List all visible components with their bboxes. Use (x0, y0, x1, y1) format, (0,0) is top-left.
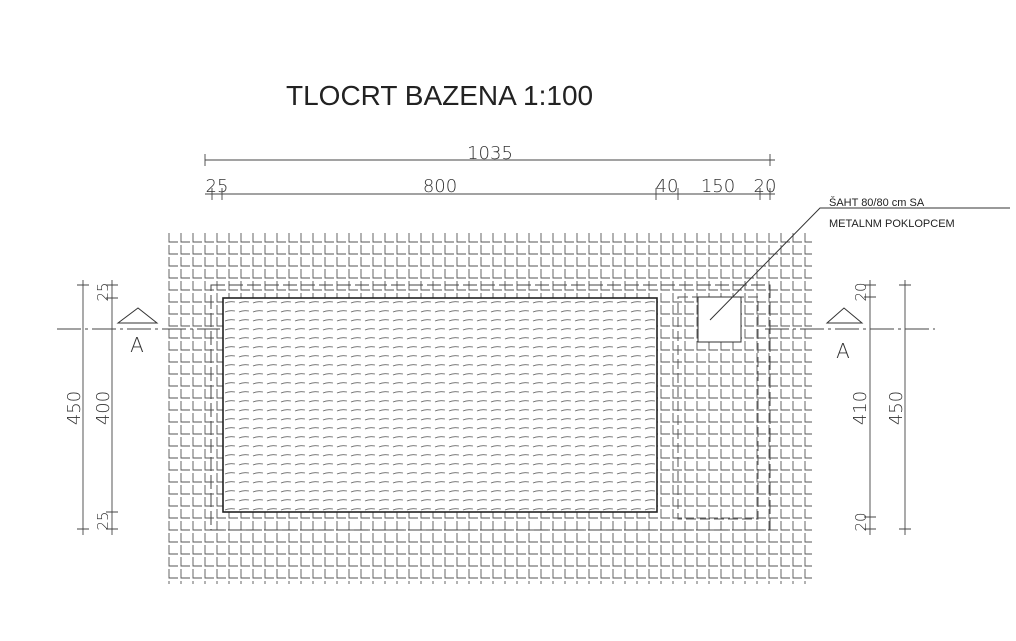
note-leader-line (709, 207, 1010, 321)
note-line-2: METALNM POKLOPCEM (829, 218, 955, 230)
dim-pool-length: 800 (423, 176, 457, 197)
horizontal-dimensions (204, 154, 775, 200)
drawing-title: TLOCRT BAZENA 1:100 (286, 80, 593, 111)
section-label-left: A (130, 333, 144, 357)
note-line-1: ŠAHT 80/80 cm SA (829, 196, 925, 209)
dim-shaft-zone: 150 (701, 176, 735, 197)
shaft-zone (677, 296, 759, 520)
section-label-right: A (836, 339, 850, 363)
left-vertical-dimensions (77, 280, 118, 535)
section-arrow-right-icon (825, 307, 864, 324)
dim-gap: 40 (656, 176, 679, 197)
dim-right-mid: 410 (850, 391, 871, 425)
section-arrow-left-icon (116, 307, 159, 324)
dim-pool-width: 400 (93, 391, 114, 425)
dim-overall-width: 1035 (467, 143, 513, 164)
dim-right-margin: 20 (754, 176, 777, 197)
pool-water (224, 299, 656, 511)
right-vertical-dimensions (864, 280, 911, 535)
dim-right-top: 20 (852, 282, 870, 301)
dim-right-total-height: 450 (886, 391, 907, 425)
dim-left-top: 25 (94, 282, 112, 301)
paving-border (210, 284, 771, 531)
dim-left-bottom: 25 (94, 511, 112, 530)
dim-right-bottom: 20 (852, 512, 870, 531)
dim-left-total-height: 450 (64, 391, 85, 425)
shaft-cover (697, 296, 742, 343)
dim-left-margin: 25 (206, 176, 229, 197)
